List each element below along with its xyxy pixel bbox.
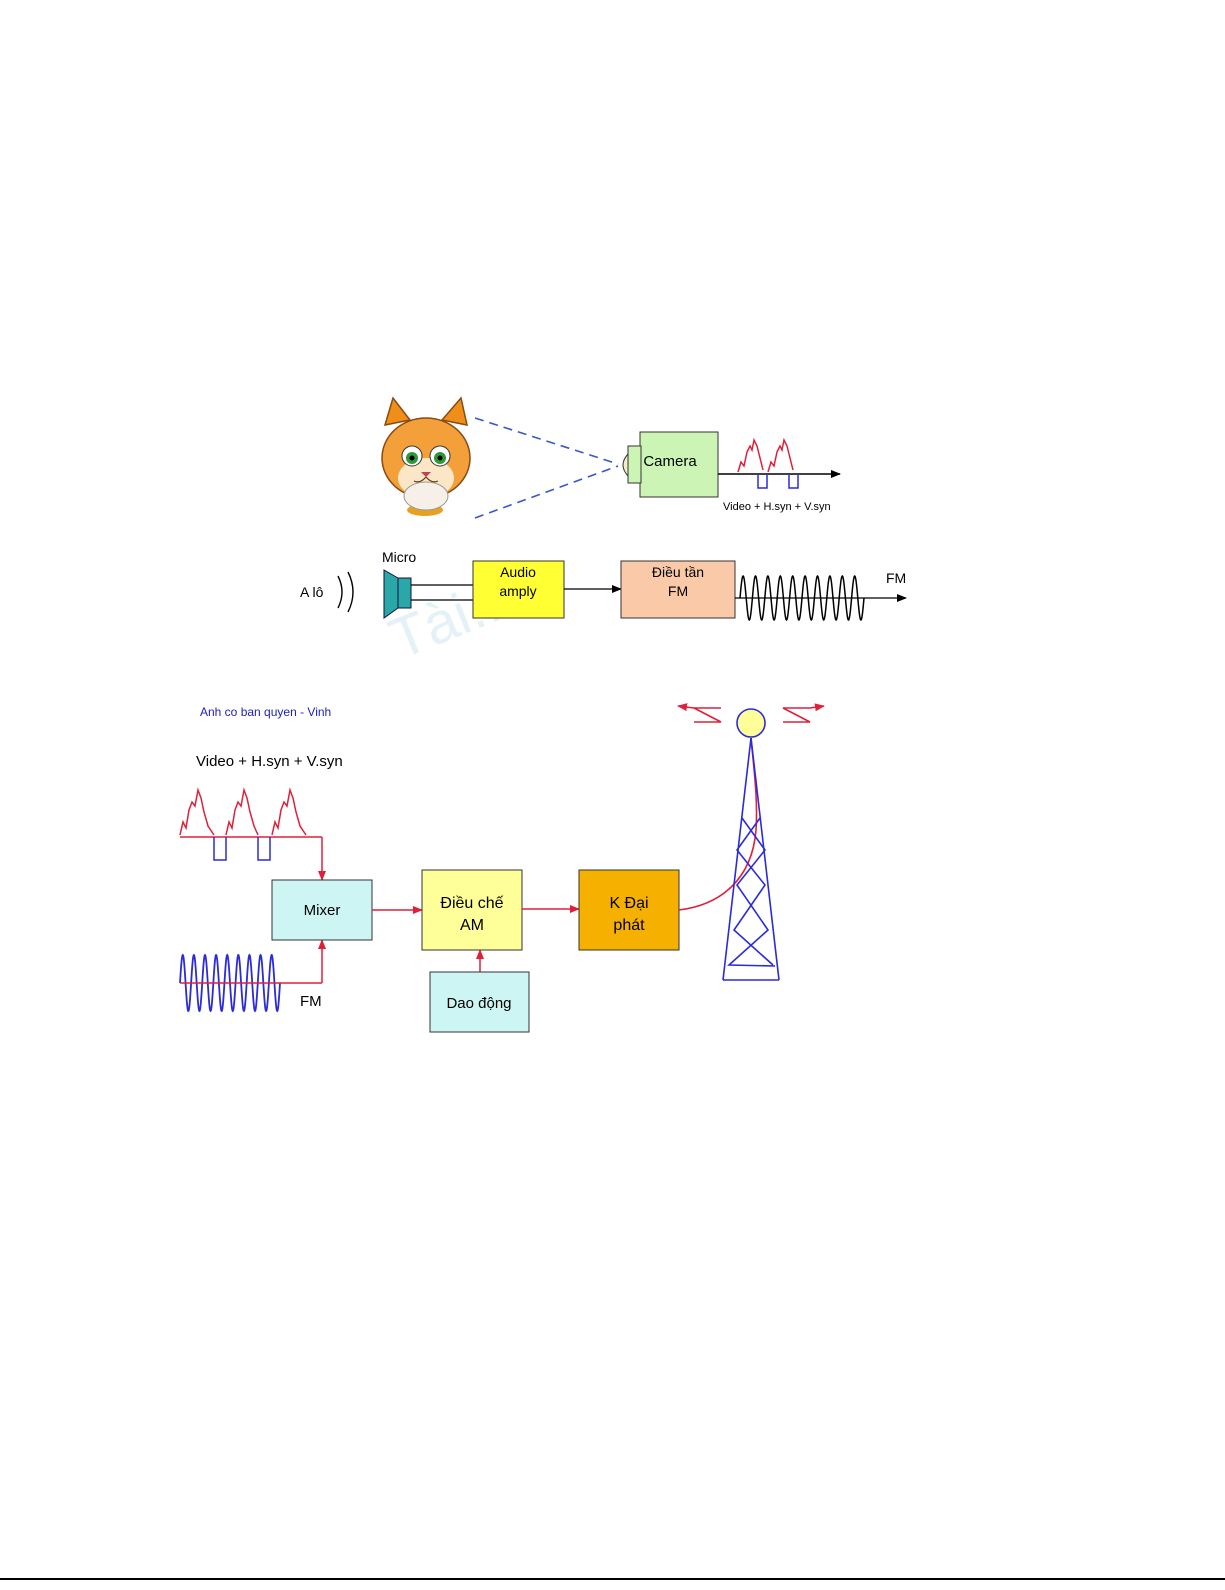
oscillator-block: Dao động: [430, 972, 529, 1032]
view-line-top: [475, 418, 618, 464]
camera-sync-pulses: [758, 474, 798, 488]
amplifier-line1: K Đại: [609, 895, 648, 912]
fm-output-waveform: [740, 576, 864, 620]
antenna-top-ball-icon: [737, 709, 765, 737]
audio-block-line2: amply: [499, 583, 536, 599]
mixer-block: Mixer: [272, 880, 372, 940]
cat-mascot-icon: [382, 398, 470, 516]
radiation-right-arrow: [810, 706, 824, 708]
fm-output-label: FM: [886, 570, 906, 586]
audio-block-line1: Audio: [500, 564, 536, 580]
camera-block: Camera: [623, 432, 718, 497]
fm-modulator-block: Điều tần FM: [621, 561, 735, 618]
fm-input-label: FM: [300, 993, 322, 1010]
am-modulator-block: Điều chế AM: [422, 870, 522, 950]
radiation-left-arrow: [678, 706, 694, 708]
page-footer-rule: [0, 1578, 1225, 1580]
video-sync-pulses: [214, 837, 270, 860]
top-diagram: Tài... Camera: [300, 398, 906, 672]
radiation-right-icon: [783, 708, 810, 722]
modulator-line2: AM: [460, 917, 484, 934]
copyright-note: Anh co ban quyen - Vinh: [200, 705, 331, 719]
mixer-label: Mixer: [304, 902, 341, 919]
bottom-diagram: Anh co ban quyen - Vinh Video + H.syn + …: [180, 705, 824, 1032]
antenna-feed-cable: [679, 738, 757, 910]
video-signal-label: Video + H.syn + V.syn: [196, 753, 343, 770]
camera-video-waveform: [738, 440, 793, 472]
power-amplifier-block: K Đại phát: [579, 870, 679, 950]
video-waveform: [180, 790, 306, 835]
voice-label: A lô: [300, 584, 324, 600]
radiation-left-icon: [694, 708, 721, 722]
fm-block-line2: FM: [668, 583, 688, 599]
amplifier-line2: phát: [613, 917, 645, 934]
fm-block-line1: Điều tần: [652, 564, 704, 580]
oscillator-label: Dao động: [446, 995, 511, 1012]
view-line-bottom: [475, 466, 618, 518]
sound-wave-icon: [338, 572, 353, 612]
micro-label: Micro: [382, 549, 416, 565]
camera-label: Camera: [643, 453, 697, 470]
transmission-tower-icon: [723, 738, 779, 980]
camera-signal-label: Video + H.syn + V.syn: [723, 501, 831, 513]
audio-amply-block: Audio amply: [473, 561, 564, 618]
modulator-line1: Điều chế: [440, 895, 503, 912]
